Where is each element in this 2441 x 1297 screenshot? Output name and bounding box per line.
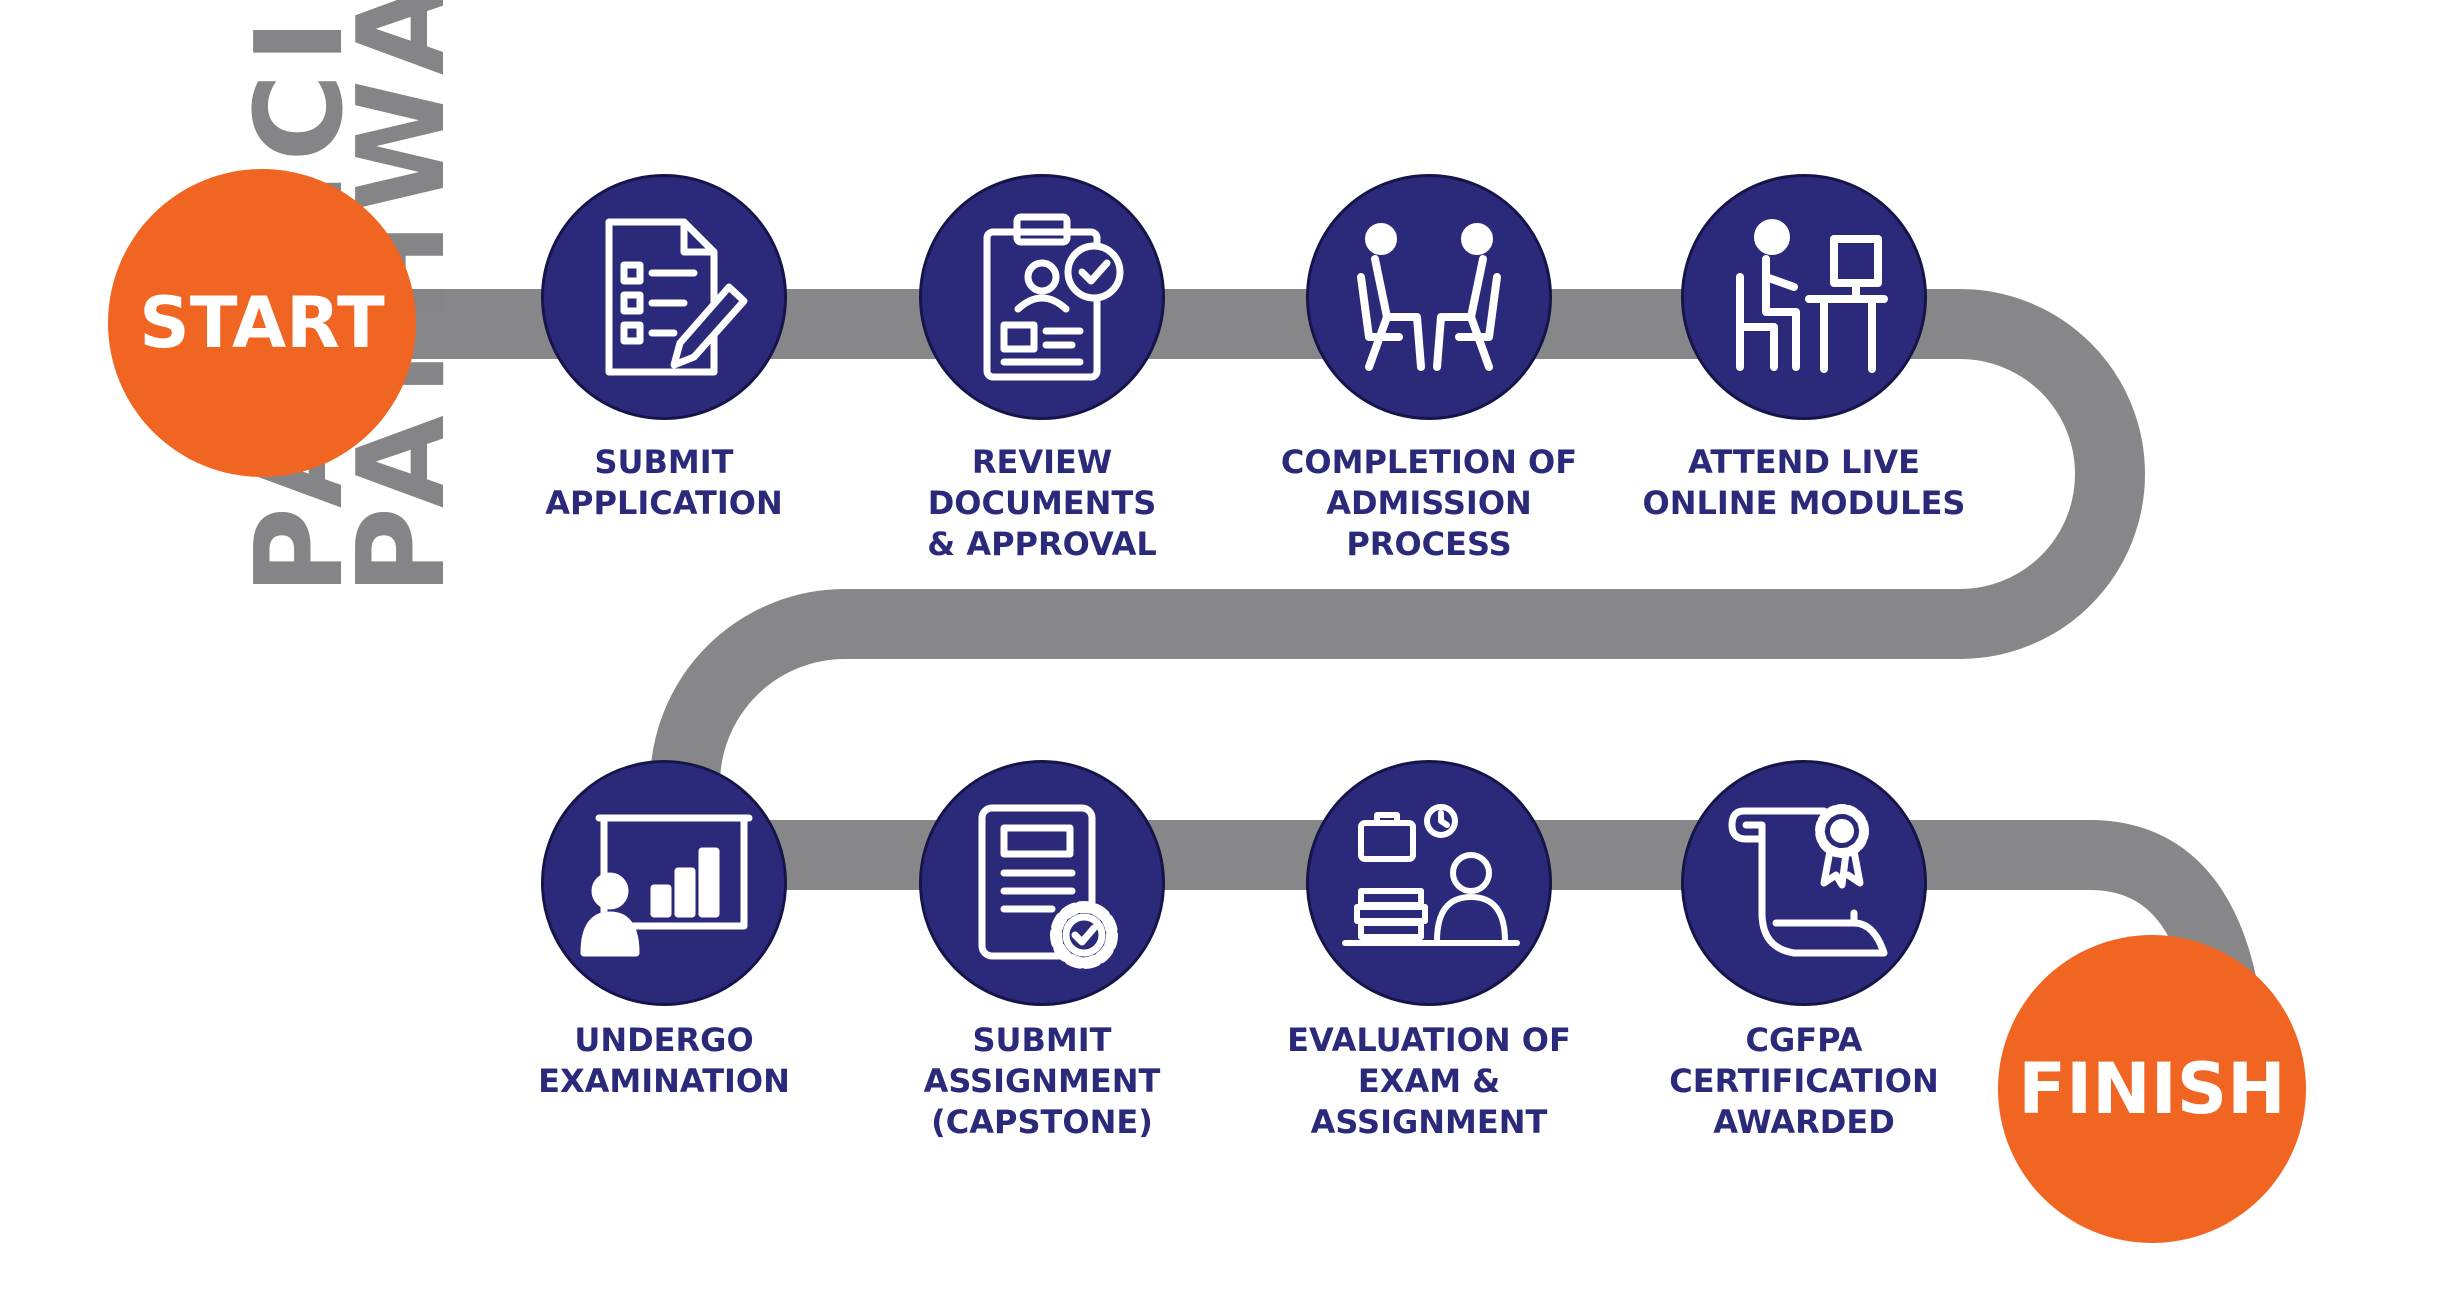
document-gear-icon xyxy=(978,804,1118,969)
step-1-label: SUBMIT APPLICATION xyxy=(545,443,783,522)
step-2-circle xyxy=(919,174,1165,420)
step-3-circle xyxy=(1306,174,1552,420)
step-5-label: UNDERGO EXAMINATION xyxy=(538,1021,790,1100)
certificate-scroll-icon xyxy=(1728,804,1888,957)
step-6-circle xyxy=(919,760,1165,1006)
step-8-label: CGFPA CERTIFICATION AWARDED xyxy=(1669,1021,1939,1141)
start-circle: START xyxy=(108,169,416,477)
start-label: START xyxy=(139,282,385,364)
evaluator-icon xyxy=(1342,804,1520,946)
presentation-icon xyxy=(580,814,753,957)
step-2-label: REVIEW DOCUMENTS & APPROVAL xyxy=(927,443,1157,563)
checklist-pencil-icon xyxy=(605,218,748,376)
step-4-circle xyxy=(1681,174,1927,420)
step-7-circle xyxy=(1306,760,1552,1006)
step-1-circle xyxy=(541,174,787,420)
finish-circle: FINISH xyxy=(1998,935,2306,1243)
step-6-label: SUBMIT ASSIGNMENT (CAPSTONE) xyxy=(923,1021,1161,1141)
step-7-label: EVALUATION OF EXAM & ASSIGNMENT xyxy=(1287,1021,1571,1141)
desk-computer-icon xyxy=(1736,219,1888,373)
step-3-label: COMPLETION OF ADMISSION PROCESS xyxy=(1280,443,1578,563)
step-8-circle xyxy=(1681,760,1927,1006)
step-5-circle xyxy=(541,760,787,1006)
step-4-label: ATTEND LIVE ONLINE MODULES xyxy=(1642,443,1966,522)
finish-label: FINISH xyxy=(2018,1048,2286,1130)
interview-icon xyxy=(1357,223,1501,371)
clipboard-approval-icon xyxy=(983,213,1124,381)
